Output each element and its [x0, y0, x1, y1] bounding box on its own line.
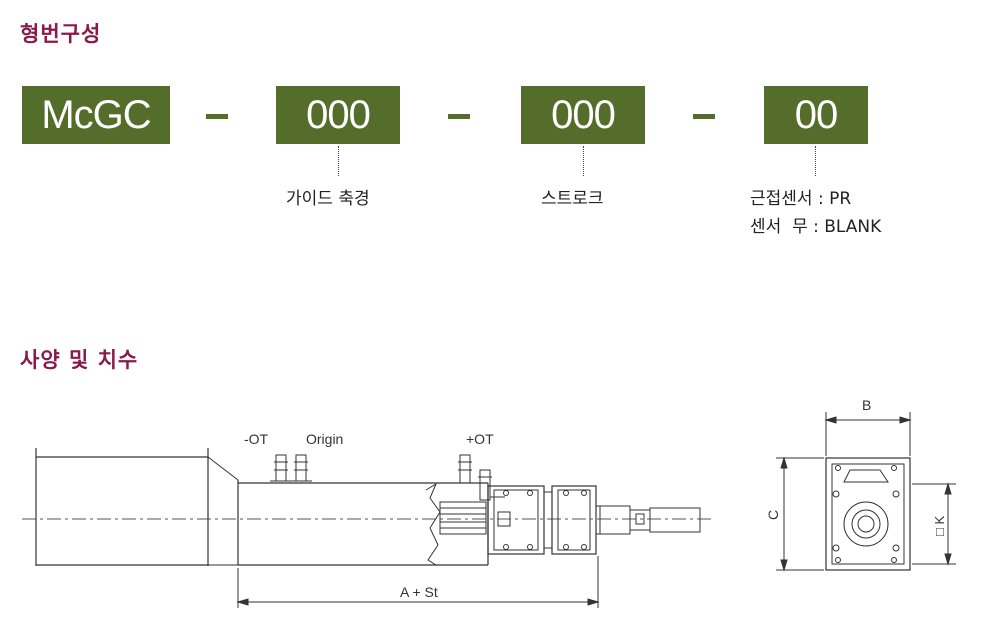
sensor-pr-label: 근접센서 : PR [750, 189, 852, 209]
guide-diameter-label: 가이드 축경 [286, 189, 370, 209]
end-view [825, 457, 911, 571]
dimension-c [776, 456, 824, 572]
cylinder-body [238, 482, 511, 566]
separator-dash [693, 114, 715, 119]
sensor-blank-label: 센서 무 : BLANK [750, 217, 882, 237]
minus-ot-label: -OT [244, 431, 269, 447]
separator-dash [448, 114, 470, 119]
k-label: □ K [932, 516, 947, 536]
connector-line [583, 146, 584, 176]
motor-body [35, 448, 239, 566]
sensor-minus-ot [270, 454, 292, 482]
stroke-label: 스트로크 [541, 189, 604, 209]
dimension-b [824, 412, 912, 456]
b-label: B [862, 397, 871, 413]
plus-ot-label: +OT [466, 431, 494, 447]
sensor-plus-ot [458, 454, 492, 501]
end-flange [487, 485, 597, 555]
sensor-origin [290, 454, 312, 482]
stroke-box: 000 [521, 86, 645, 144]
spec-dimension-heading: 사양 및 치수 [20, 348, 139, 372]
a-st-label: A + St [400, 584, 438, 600]
connector-line [815, 146, 816, 176]
dimension-a-st [236, 556, 600, 608]
connector-line [338, 146, 339, 176]
piston-rod [595, 505, 701, 535]
origin-label: Origin [306, 431, 343, 447]
model-prefix-box: McGC [22, 86, 170, 144]
guide-diameter-box: 000 [276, 86, 400, 144]
dimension-k [912, 482, 956, 566]
c-label: C [765, 510, 781, 520]
model-composition-heading: 형번구성 [20, 22, 102, 46]
separator-dash [206, 114, 228, 119]
sensor-code-box: 00 [764, 86, 868, 144]
